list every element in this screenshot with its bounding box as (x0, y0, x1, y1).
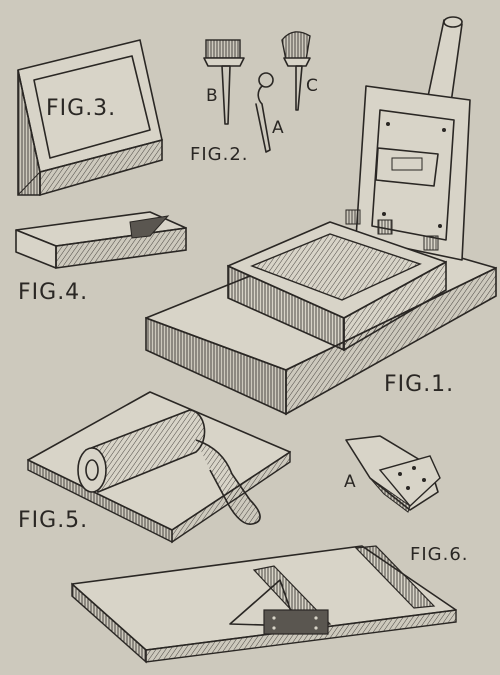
fig6-caption: FIG.6. (410, 544, 469, 565)
fig2-label-c: C (306, 76, 319, 96)
fig3-frame-drawing (17, 39, 163, 197)
fig2-caption: FIG.2. (190, 144, 249, 165)
fig4-block-drawing (15, 211, 187, 269)
fig2-label-b: B (206, 86, 219, 106)
fig1-press-drawing (145, 16, 497, 416)
fig1-caption: FIG.1. (384, 372, 455, 397)
fig6-board-drawing (71, 545, 457, 664)
fig4-caption: FIG.4. (18, 280, 89, 305)
fig2-tools-drawing (203, 31, 311, 153)
fig5-caption: FIG.5. (18, 508, 89, 533)
fig5-roller-drawing (27, 391, 291, 544)
fig1-detail-a-drawing (345, 435, 441, 513)
fig1-detail-label-a: A (344, 472, 357, 492)
fig3-caption: FIG.3. (46, 96, 117, 121)
fig2-label-a: A (272, 118, 285, 138)
